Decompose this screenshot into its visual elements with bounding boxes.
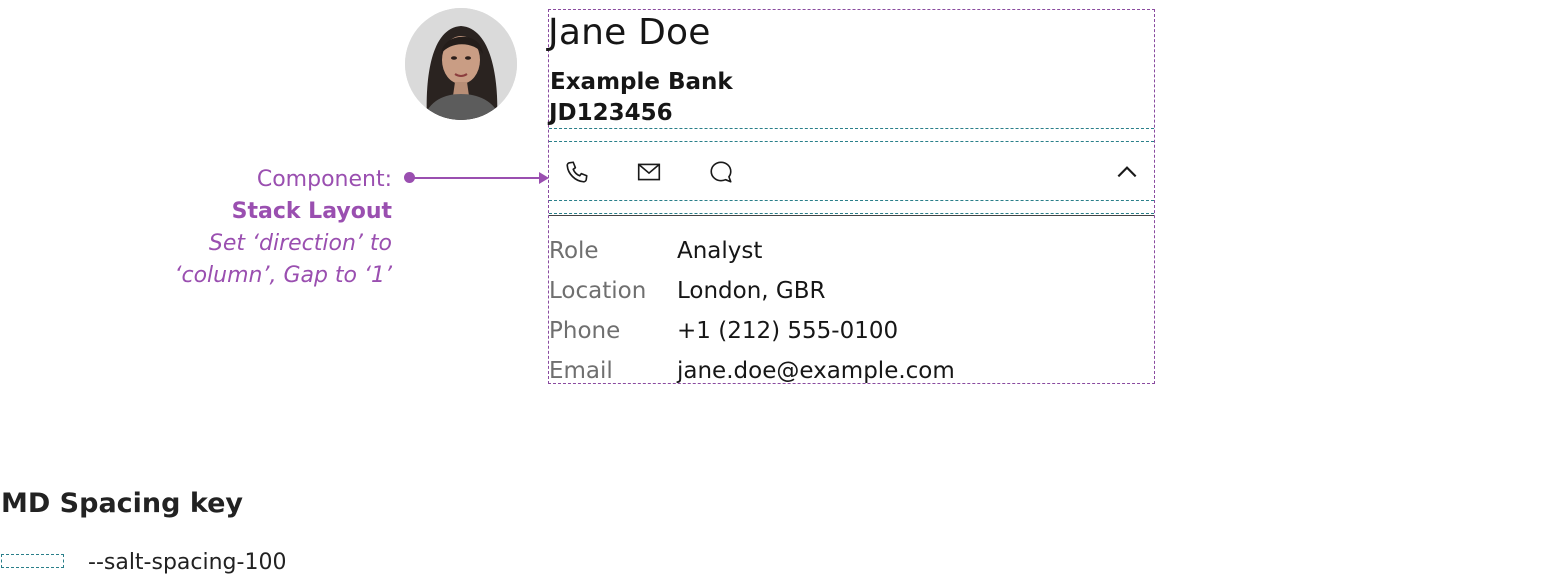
phone-icon [566,161,588,183]
email-button[interactable] [633,156,665,188]
detail-row: Role Analyst [549,231,762,271]
chat-icon [710,161,732,183]
detail-value: London, GBR [677,278,826,304]
annotation-instruction-2: ‘column’, Gap to ‘1’ [174,263,392,288]
spacing-gap-top [549,128,1154,142]
profile-employee-id: JD123456 [549,100,673,126]
detail-row: Email jane.doe@example.com [549,351,955,391]
chat-button[interactable] [705,156,737,188]
stack-layout-outline [548,9,1155,384]
detail-label: Location [549,278,647,304]
detail-row: Location London, GBR [549,271,826,311]
collapse-button[interactable] [1111,156,1143,188]
annotation-pointer-dot [404,172,415,183]
profile-name: Jane Doe [548,12,711,53]
chevron-up-icon [1117,166,1137,178]
detail-label: Email [549,358,613,384]
avatar [405,8,517,120]
spacing-key-swatch [1,554,64,568]
section-divider [549,215,1154,216]
call-button[interactable] [561,156,593,188]
spacing-key-title: MD Spacing key [1,488,244,519]
annotation-instruction-1: Set ‘direction’ to [208,231,392,256]
spacing-gap-bottom [549,200,1154,214]
detail-label: Role [549,238,599,264]
detail-value: +1 (212) 555-0100 [677,318,899,344]
annotation-pointer-line [409,177,547,179]
mail-icon [637,163,661,181]
spacing-key-label: --salt-spacing-100 [88,550,287,575]
detail-value: jane.doe@example.com [677,358,955,384]
detail-value: Analyst [677,238,763,264]
detail-label: Phone [549,318,621,344]
annotation-pointer-arrowhead [539,172,549,184]
profile-organization: Example Bank [550,69,733,95]
avatar-photo-icon [405,8,517,120]
annotation-component-name: Stack Layout [231,199,392,224]
annotation-component-label: Component: [256,167,392,192]
detail-row: Phone +1 (212) 555-0100 [549,311,898,351]
